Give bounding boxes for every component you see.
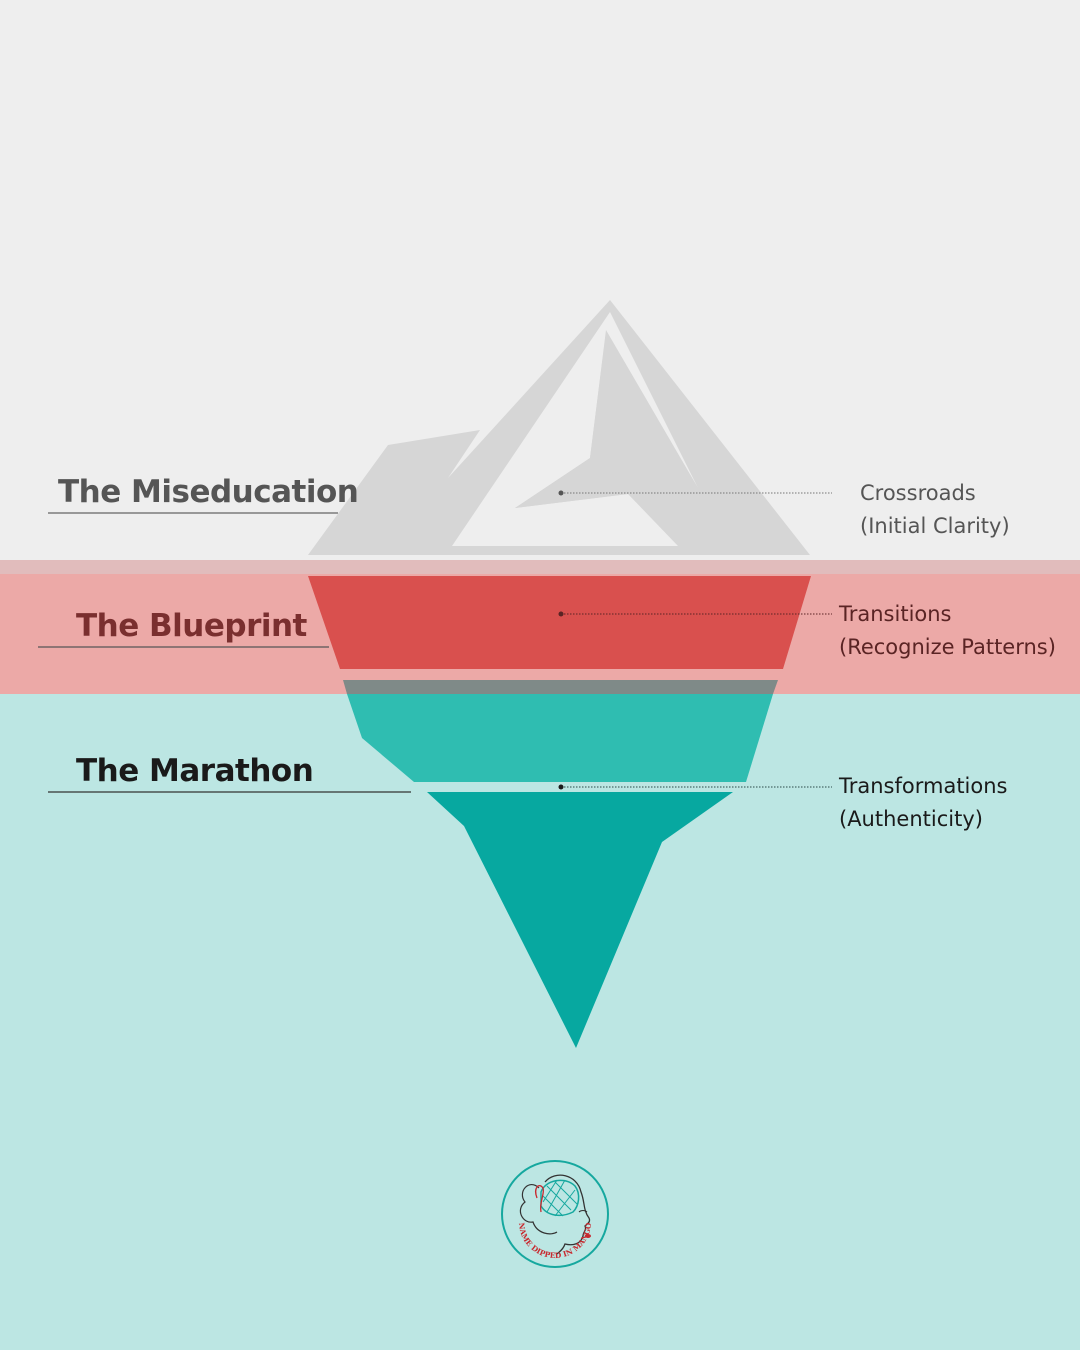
transformations-label: Transformations xyxy=(839,774,1008,798)
authenticity-label: (Authenticity) xyxy=(839,807,983,831)
recognize-patterns-label: (Recognize Patterns) xyxy=(839,635,1056,659)
blueprint-layer xyxy=(308,576,811,669)
svg-text:NAME DIPPED IN MANGO: NAME DIPPED IN MANGO xyxy=(517,1222,593,1260)
iceberg-tip-facet xyxy=(515,332,698,508)
layer-title-blueprint: The Blueprint xyxy=(76,608,307,644)
initial-clarity-label: (Initial Clarity) xyxy=(860,514,1010,538)
transformations-leader-dot xyxy=(558,784,564,790)
iceberg-tip-highlight xyxy=(452,312,698,546)
crossroads-label: Crossroads xyxy=(860,481,976,505)
woman-profile-icon: NAME DIPPED IN MANGO xyxy=(501,1160,609,1268)
layer-title-miseducation: The Miseducation xyxy=(58,474,359,510)
marathon-layer xyxy=(347,694,773,782)
layer-title-marathon: The Marathon xyxy=(76,753,314,789)
layer-description-transformations: Transformations (Authenticity) xyxy=(839,770,1008,836)
brand-logo: NAME DIPPED IN MANGO xyxy=(499,1158,611,1270)
deep-layer xyxy=(427,792,733,1048)
crossroads-leader-dot xyxy=(558,490,564,496)
surface-band xyxy=(0,560,1080,574)
layer-description-transitions: Transitions (Recognize Patterns) xyxy=(839,598,1056,664)
transitions-leader-dot xyxy=(558,611,564,617)
divider-layer xyxy=(343,680,778,694)
transitions-label: Transitions xyxy=(839,602,952,626)
layer-description-crossroads: Crossroads (Initial Clarity) xyxy=(860,477,1010,543)
